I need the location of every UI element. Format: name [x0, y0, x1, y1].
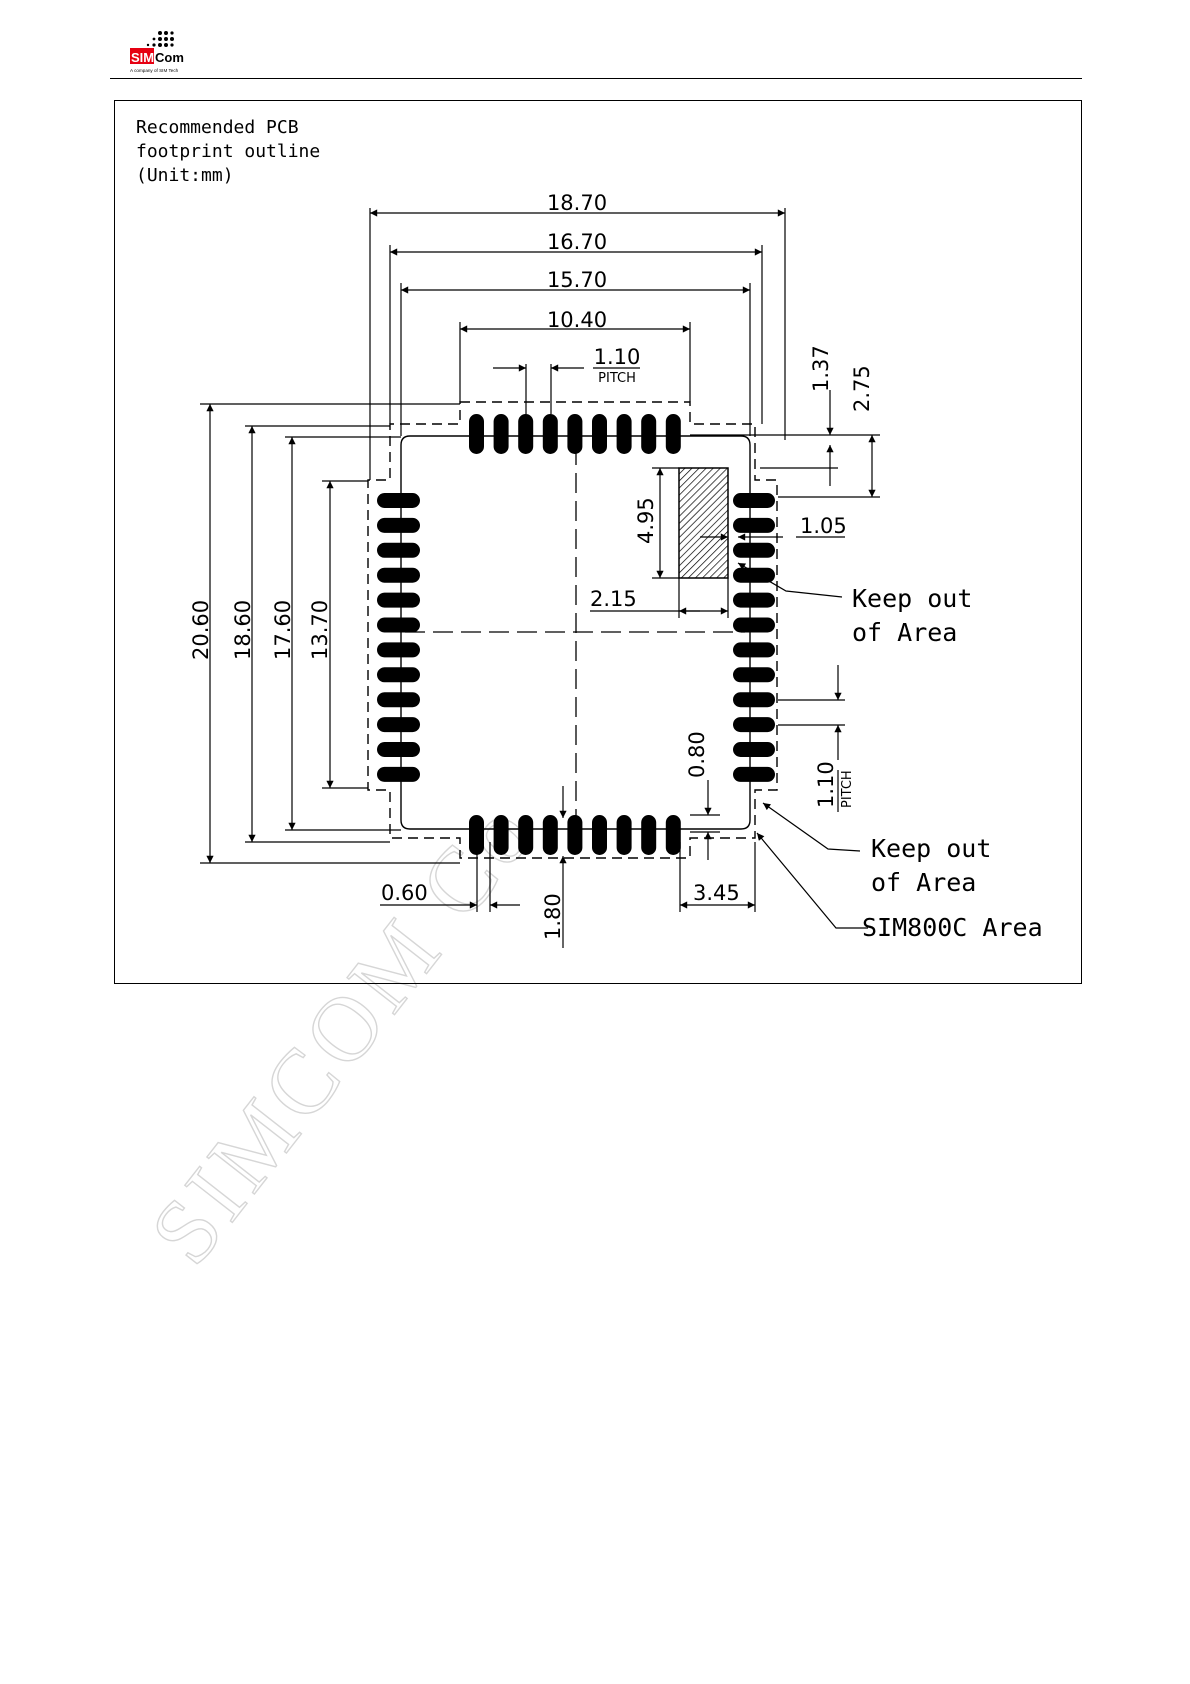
pad-left-6 — [377, 618, 420, 633]
pad-bottom-5 — [567, 815, 582, 855]
pad-top-9 — [666, 414, 681, 454]
pad-right-7 — [733, 642, 775, 657]
pad-left-11 — [377, 742, 420, 757]
label-16-70: 16.70 — [547, 230, 607, 254]
pad-right-5 — [733, 593, 775, 608]
pad-left-9 — [377, 692, 420, 707]
callout-module-area: SIM800C Area — [862, 913, 1043, 942]
figure-title-line-1: Recommended PCB — [136, 117, 299, 138]
pad-right-2 — [733, 518, 775, 533]
pad-bottom-2 — [494, 815, 509, 855]
callout-keepout-1-line-2: of Area — [852, 618, 957, 647]
pad-top-7 — [617, 414, 632, 454]
label-0-80: 0.80 — [685, 731, 709, 778]
figure-title-line-3: (Unit:mm) — [136, 165, 234, 186]
pad-left-1 — [377, 493, 420, 508]
label-pitch-top: PITCH — [598, 371, 636, 386]
pad-bottom-3 — [518, 815, 533, 855]
pad-left-5 — [377, 593, 420, 608]
figure-title: Recommended PCB footprint outline (Unit:… — [136, 117, 320, 186]
pad-left-4 — [377, 568, 420, 583]
pad-top-2 — [494, 414, 509, 454]
pad-left-2 — [377, 518, 420, 533]
label-1-05: 1.05 — [800, 514, 847, 538]
pad-left-7 — [377, 642, 420, 657]
pad-top-3 — [518, 414, 533, 454]
pad-left-3 — [377, 543, 420, 558]
leader-module-area — [757, 833, 868, 928]
pad-right-6 — [733, 618, 775, 633]
pad-top-1 — [469, 414, 484, 454]
pad-right-1 — [733, 493, 775, 508]
label-15-70: 15.70 — [547, 268, 607, 292]
label-pitch-top-value: 1.10 — [594, 345, 641, 369]
leader-keepout-2 — [763, 803, 860, 851]
pad-top-6 — [592, 414, 607, 454]
label-pitch-right-value: 1.10 — [814, 761, 838, 808]
pad-right-8 — [733, 667, 775, 682]
pad-left-10 — [377, 717, 420, 732]
callout-labels: Keep out of Area Keep out of Area SIM800… — [852, 584, 1043, 942]
label-20-60: 20.60 — [189, 600, 213, 660]
pad-bottom-8 — [641, 815, 656, 855]
label-4-95: 4.95 — [634, 497, 658, 544]
label-1-37: 1.37 — [809, 345, 833, 392]
pad-top-4 — [543, 414, 558, 454]
pad-bottom-6 — [592, 815, 607, 855]
pad-right-11 — [733, 742, 775, 757]
label-13-70: 13.70 — [308, 600, 332, 660]
pad-bottom-4 — [543, 815, 558, 855]
label-17-60: 17.60 — [271, 600, 295, 660]
label-2-75: 2.75 — [850, 365, 874, 412]
label-3-45: 3.45 — [693, 881, 740, 905]
dimension-lines — [200, 208, 880, 948]
figure-title-line-2: footprint outline — [136, 141, 320, 162]
label-2-15: 2.15 — [590, 587, 637, 611]
pad-top-5 — [567, 414, 582, 454]
pad-right-9 — [733, 692, 775, 707]
label-18-60: 18.60 — [231, 600, 255, 660]
pad-bottom-7 — [617, 815, 632, 855]
pad-right-3 — [733, 543, 775, 558]
pad-top-8 — [641, 414, 656, 454]
callout-keepout-2-line-1: Keep out — [871, 834, 991, 863]
pad-bottom-9 — [666, 815, 681, 855]
keepout-area-hatched — [679, 468, 728, 578]
label-18-70: 18.70 — [547, 191, 607, 215]
callout-keepout-1-line-1: Keep out — [852, 584, 972, 613]
pad-right-12 — [733, 767, 775, 782]
label-1-80: 1.80 — [541, 893, 565, 940]
label-0-60: 0.60 — [381, 881, 428, 905]
label-10-40: 10.40 — [547, 308, 607, 332]
callout-keepout-2-line-2: of Area — [871, 868, 976, 897]
label-pitch-right: PITCH — [840, 770, 855, 808]
pad-left-8 — [377, 667, 420, 682]
pad-right-10 — [733, 717, 775, 732]
pad-left-12 — [377, 767, 420, 782]
